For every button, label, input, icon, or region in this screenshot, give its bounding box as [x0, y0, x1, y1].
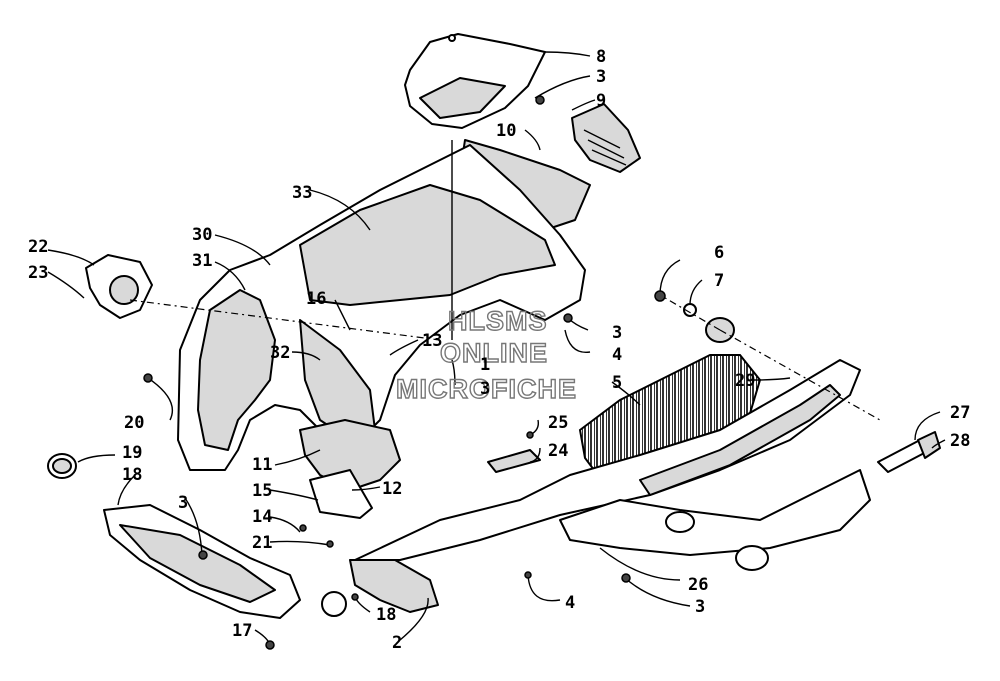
- part-18-shade: [119, 524, 276, 603]
- callout-18: 18: [122, 465, 142, 485]
- callout-3: 3: [695, 597, 705, 617]
- callout-4: 4: [565, 593, 575, 613]
- part-19-inner: [52, 458, 72, 474]
- callout-17: 17: [232, 621, 252, 641]
- part-29-rail: [354, 359, 861, 561]
- part-9-slats: [583, 129, 627, 166]
- part-33-panel: [299, 184, 556, 306]
- callout-13: 13: [422, 331, 442, 351]
- part-12-mount: [309, 469, 373, 519]
- callout-31: 31: [192, 251, 212, 271]
- callout-8: 8: [596, 47, 606, 67]
- callout-14: 14: [252, 507, 272, 527]
- callout-3: 3: [612, 323, 622, 343]
- part-9-vent: [571, 103, 641, 173]
- watermark-line-1: HLSMS: [448, 306, 548, 336]
- callout-25: 25: [548, 413, 568, 433]
- part-26-reflector-2: [665, 511, 695, 533]
- part-8-hole: [448, 34, 456, 42]
- callout-23: 23: [28, 263, 48, 283]
- callout-2: 2: [392, 633, 402, 653]
- callout-5: 5: [612, 373, 622, 393]
- callout-10: 10: [496, 121, 516, 141]
- callout-11: 11: [252, 455, 272, 475]
- part-8-grille: [419, 77, 506, 119]
- callout-18: 18: [376, 605, 396, 625]
- callout-22: 22: [28, 237, 48, 257]
- callout-1: 1: [480, 355, 490, 375]
- callout-9: 9: [596, 91, 606, 111]
- fasteners: [143, 95, 666, 650]
- callout-33: 33: [292, 183, 312, 203]
- callout-3: 3: [596, 67, 606, 87]
- part-31-fender: [197, 289, 276, 451]
- part-28-cap: [917, 431, 941, 459]
- callout-3: 3: [480, 379, 490, 399]
- part-24-plate: [487, 449, 541, 473]
- callout-21: 21: [252, 533, 272, 553]
- callout-12: 12: [382, 479, 402, 499]
- watermark-line-3: MICROFICHE: [396, 374, 577, 404]
- watermark-line-2: ONLINE: [440, 338, 548, 368]
- part-11-belly: [299, 419, 401, 491]
- callout-20: 20: [124, 413, 144, 433]
- part-2-pan: [349, 559, 439, 613]
- part-16-plug: [321, 591, 347, 617]
- part-22-lens: [109, 275, 139, 305]
- leader-lines: [47, 51, 946, 646]
- callout-24: 24: [548, 441, 568, 461]
- callout-7: 7: [714, 271, 724, 291]
- callout-19: 19: [122, 443, 142, 463]
- callout-27: 27: [950, 403, 970, 423]
- part-26-skirt: [559, 469, 871, 556]
- callout-15: 15: [252, 481, 272, 501]
- callout-16: 16: [306, 289, 326, 309]
- part-29-bar: [639, 384, 841, 496]
- callout-3: 3: [178, 493, 188, 513]
- callout-32: 32: [270, 343, 290, 363]
- callout-26: 26: [688, 575, 708, 595]
- callout-6: 6: [714, 243, 724, 263]
- callout-4: 4: [612, 345, 622, 365]
- callout-28: 28: [950, 431, 970, 451]
- callout-30: 30: [192, 225, 212, 245]
- callout-29: 29: [735, 371, 755, 391]
- part-26-reflector: [735, 545, 769, 571]
